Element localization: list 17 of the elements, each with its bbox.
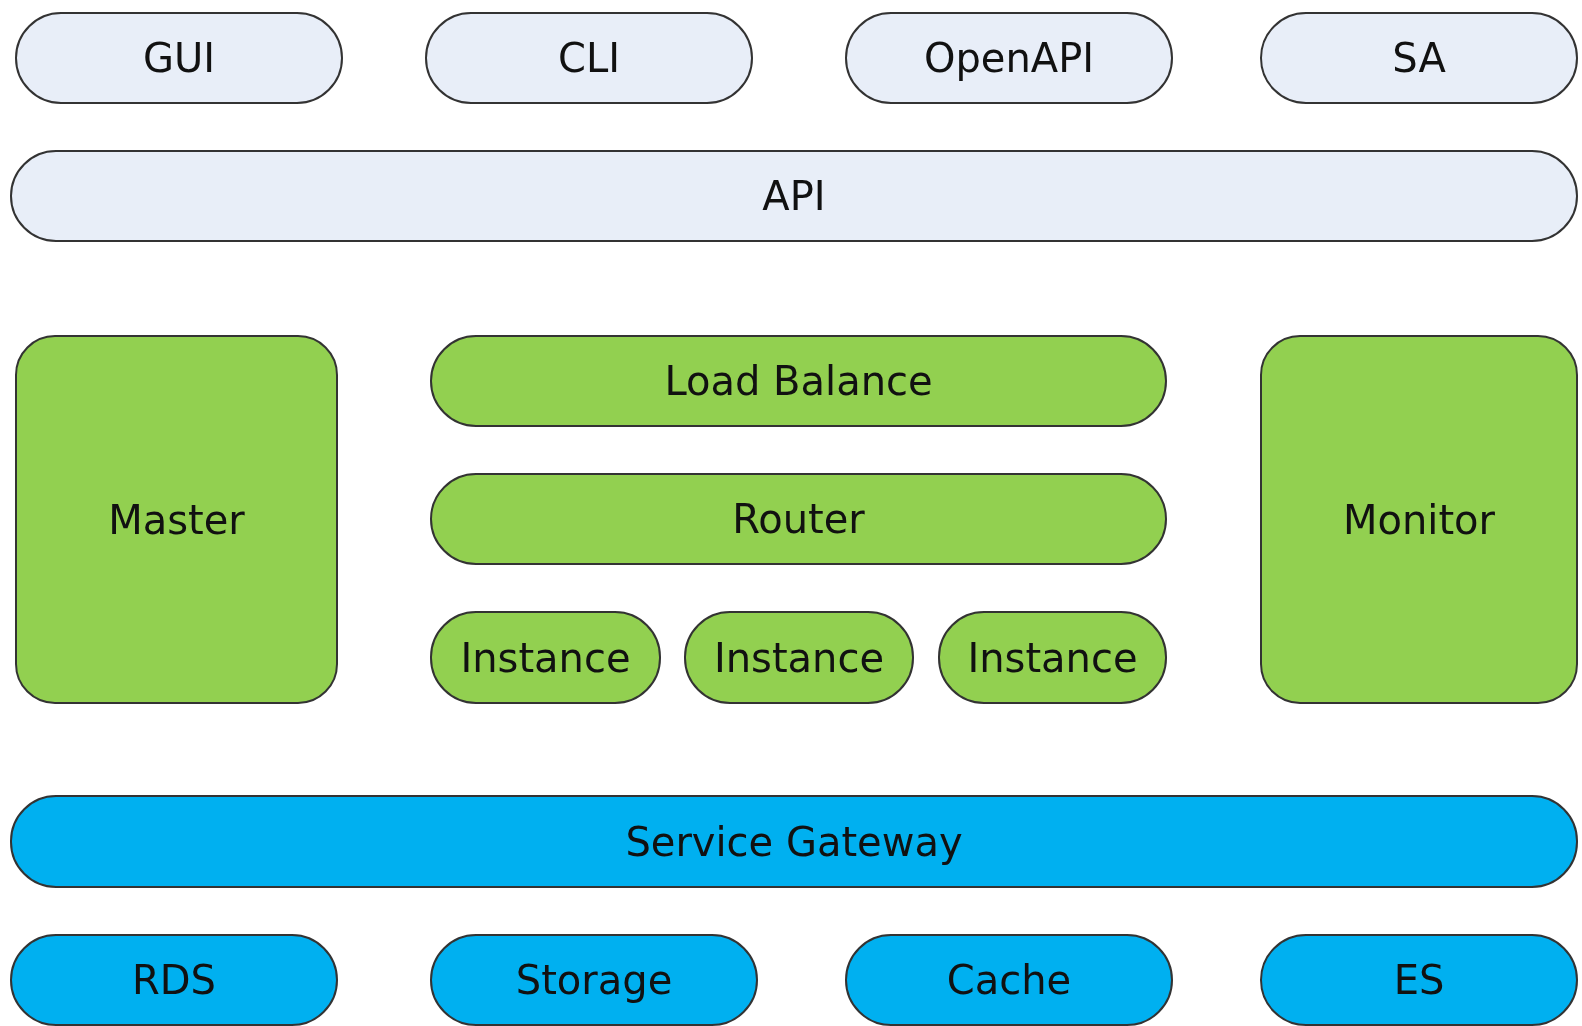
backend-pill: Storage — [430, 934, 758, 1026]
backend-pill: RDS — [10, 934, 338, 1026]
backend-pill: ES — [1260, 934, 1578, 1026]
instance-pill: Instance — [430, 611, 661, 704]
service-block: Monitor — [1260, 335, 1578, 704]
backend-pill: Cache — [845, 934, 1173, 1026]
client-pill: OpenAPI — [845, 12, 1173, 104]
client-pill: SA — [1260, 12, 1578, 104]
layer-band: API — [10, 150, 1578, 242]
layer-band: Load Balance — [430, 335, 1167, 427]
layer-band: Service Gateway — [10, 795, 1578, 888]
client-pill: CLI — [425, 12, 753, 104]
layer-band: Router — [430, 473, 1167, 565]
instance-pill: Instance — [938, 611, 1167, 704]
client-pill: GUI — [15, 12, 343, 104]
service-block: Master — [15, 335, 338, 704]
instance-pill: Instance — [684, 611, 914, 704]
